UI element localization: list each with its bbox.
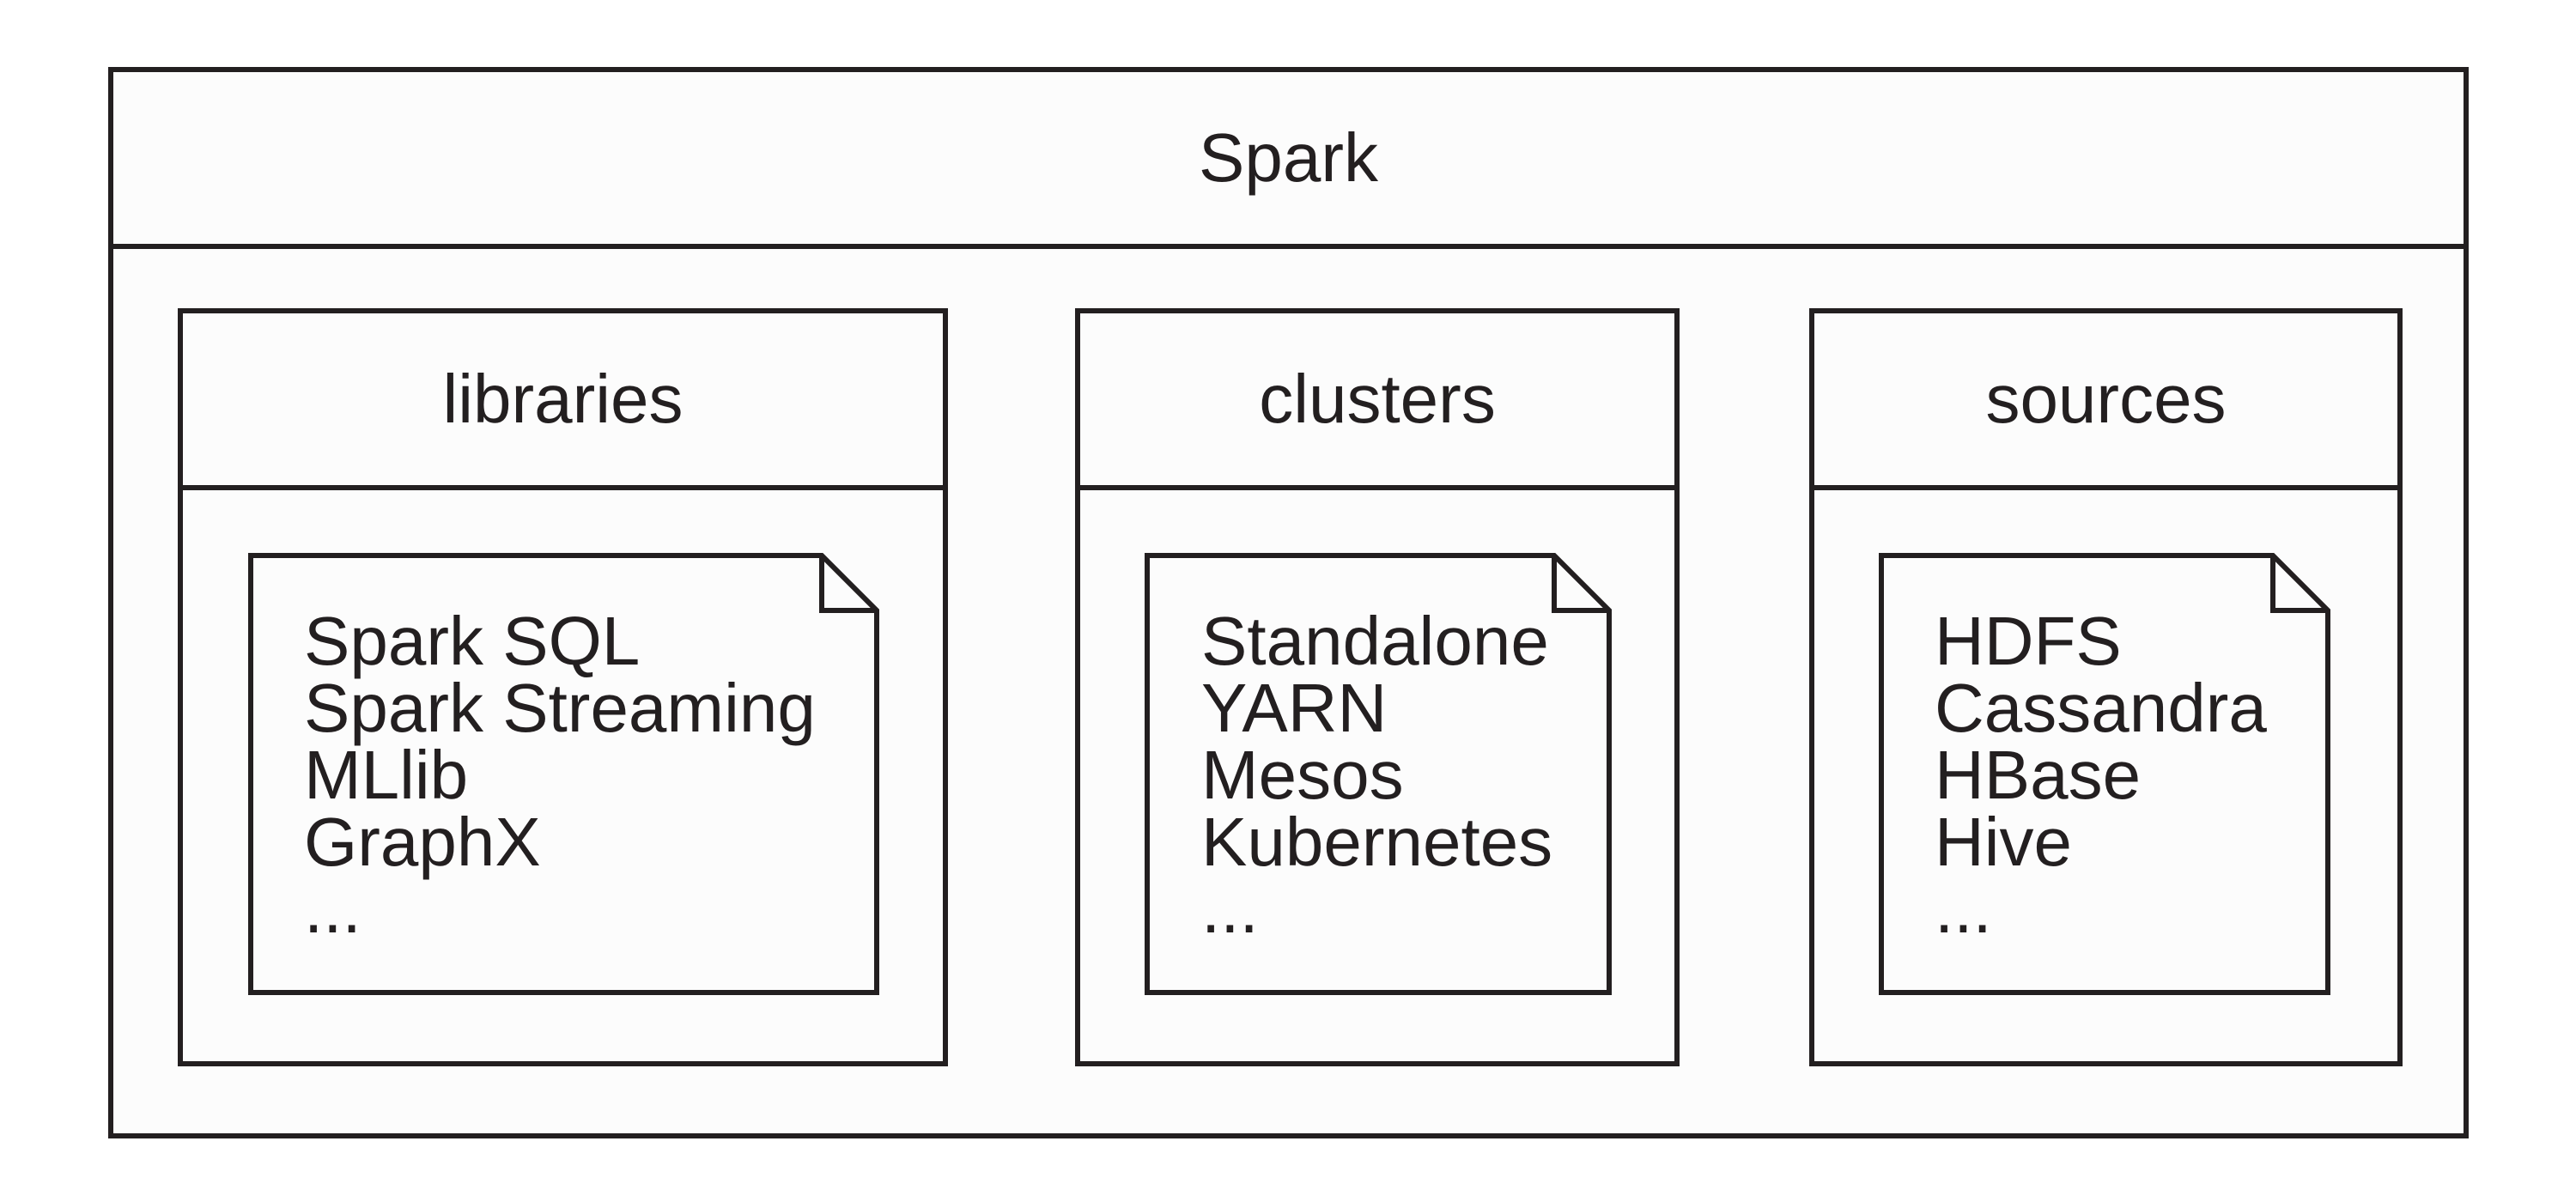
sources-note-list: HDFS Cassandra HBase Hive ... — [1935, 603, 2267, 947]
sources-note-item: Cassandra — [1935, 670, 2267, 746]
sources-note-item: ... — [1935, 871, 1992, 947]
sources-note-item: Hive — [1935, 804, 2073, 880]
clusters-note-list: Standalone YARN Mesos Kubernetes ... — [1201, 603, 1553, 947]
sources-note-item: HDFS — [1935, 603, 2122, 679]
libraries-note-item: Spark SQL — [304, 603, 641, 679]
clusters-note-icon — [1145, 553, 1612, 995]
sources-note-icon — [1879, 553, 2330, 995]
libraries-note-item: Spark Streaming — [304, 670, 816, 746]
spark-package-header: Spark — [113, 72, 2464, 249]
clusters-package-header: clusters — [1080, 313, 1674, 490]
libraries-package-header: libraries — [183, 313, 943, 490]
spark-package-title: Spark — [1199, 119, 1378, 196]
clusters-note-item: ... — [1201, 871, 1259, 947]
libraries-note-item: MLlib — [304, 737, 469, 813]
libraries-note-list: Spark SQL Spark Streaming MLlib GraphX .… — [304, 603, 816, 947]
clusters-note-item: Standalone — [1201, 603, 1549, 679]
clusters-note-item: YARN — [1201, 670, 1388, 746]
libraries-note-item: ... — [304, 871, 361, 947]
sources-note-item: HBase — [1935, 737, 2142, 813]
clusters-note-item: Mesos — [1201, 737, 1404, 813]
sources-package-title: sources — [1985, 361, 2227, 437]
libraries-note-item: GraphX — [304, 804, 541, 880]
sources-package-header: sources — [1814, 313, 2397, 490]
libraries-package-title: libraries — [442, 361, 683, 437]
libraries-note-icon — [248, 553, 879, 995]
clusters-note-item: Kubernetes — [1201, 804, 1553, 880]
clusters-package-title: clusters — [1259, 361, 1496, 437]
